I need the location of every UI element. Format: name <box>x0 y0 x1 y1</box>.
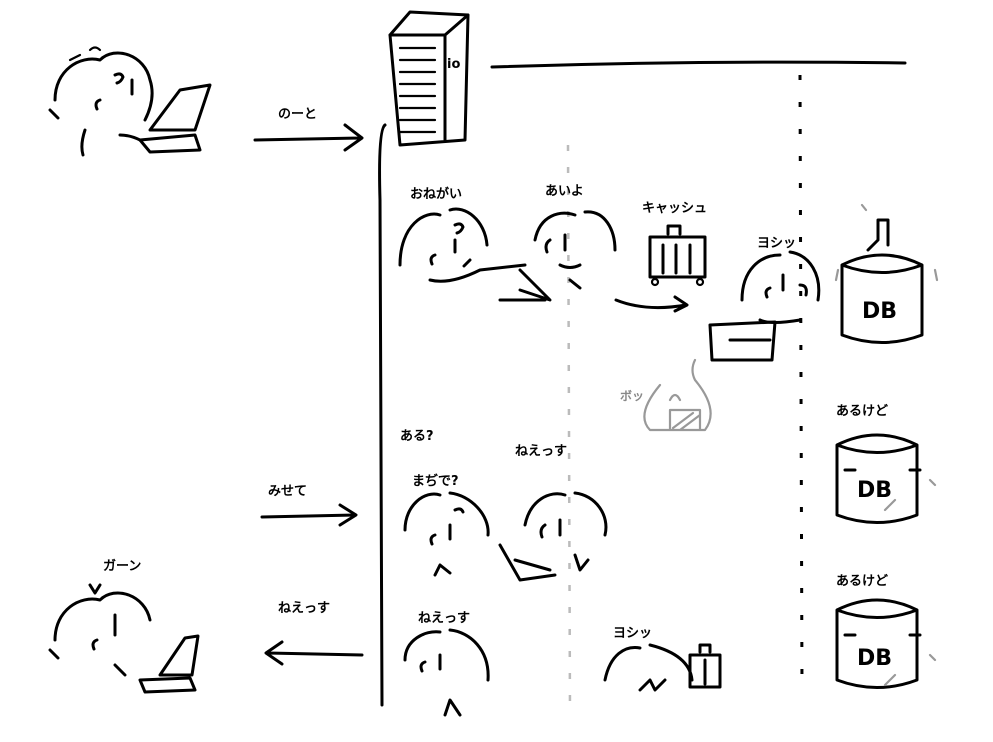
worker-1-figure <box>398 207 527 283</box>
worker-7-figure <box>603 643 694 692</box>
top-divider <box>490 60 907 69</box>
server-icon: io <box>388 10 470 147</box>
worker-2-label: あいよ <box>545 184 584 199</box>
reply-arrow <box>264 640 364 666</box>
database-1-label: DB <box>862 299 897 324</box>
worker-3-label: ヨシッ <box>757 236 796 251</box>
db-note-2: あるけど <box>836 574 888 589</box>
none-label-2: ねえっす <box>418 611 470 626</box>
server-label: io <box>447 57 460 72</box>
reply-label: ねえっす <box>278 601 330 616</box>
cache-label: キャッシュ <box>642 201 707 216</box>
worker-1-label: おねがい <box>410 186 462 202</box>
laptop-icon <box>138 83 212 154</box>
show-request-label: みせて <box>268 484 307 499</box>
worker-7-label: ヨシッ <box>613 626 652 641</box>
show-request-arrow <box>260 503 358 527</box>
database-2-icon: DB <box>835 433 937 524</box>
worker-3-figure <box>740 250 821 324</box>
worker-4-figure <box>403 491 490 577</box>
cache-cart-icon <box>648 224 707 287</box>
database-2-label: DB <box>857 478 892 503</box>
worker-2-figure <box>498 210 617 302</box>
none-label-1: ねえっす <box>515 444 567 459</box>
user-bottom-label: ガーン <box>103 559 141 574</box>
worker-6-figure <box>403 628 490 717</box>
timeline-line <box>378 123 387 707</box>
user-bottom-figure <box>48 583 152 677</box>
request-arrow <box>253 123 364 152</box>
burn-label: ボッ <box>620 388 644 403</box>
database-1-icon: DB <box>834 203 939 344</box>
database-3-icon: DB <box>835 598 937 689</box>
db-note-1: あるけど <box>836 404 888 419</box>
laptop-icon-bottom <box>138 634 200 694</box>
burning-bag-icon <box>643 358 712 432</box>
worker-5-figure <box>498 491 608 582</box>
cart-icon-bottom <box>688 643 722 689</box>
really-label: まぢで? <box>412 473 459 489</box>
database-3-label: DB <box>857 646 892 671</box>
user-top-figure <box>48 46 154 157</box>
fetch-arrow <box>614 295 689 313</box>
cache-boundary <box>566 144 572 716</box>
db-boundary <box>798 74 804 691</box>
box-icon <box>708 320 777 362</box>
ask-label: ある? <box>400 429 434 444</box>
user-top-label: のーと <box>278 107 317 122</box>
